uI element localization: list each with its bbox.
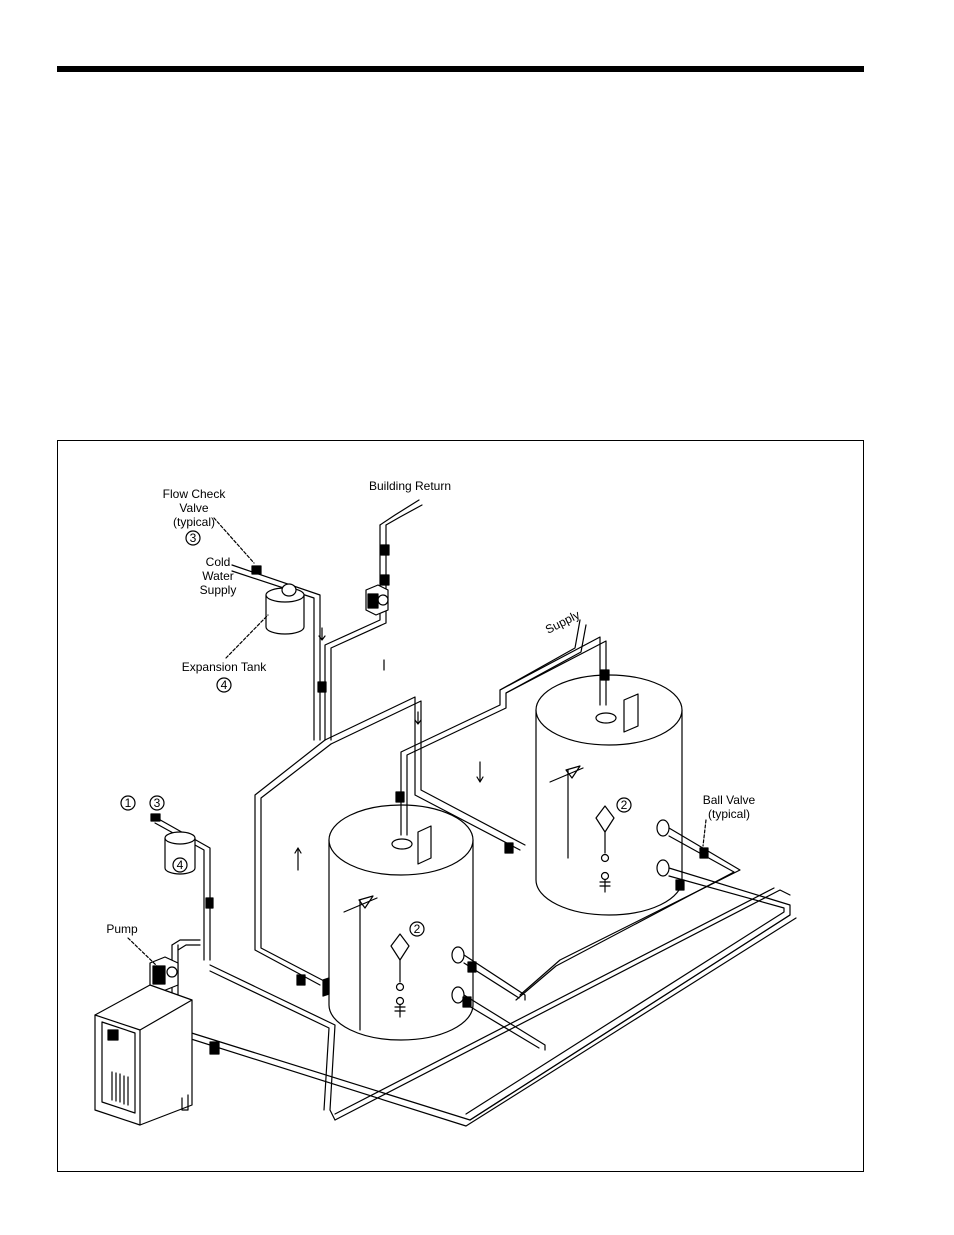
flow-check-label-line2: Valve [179, 501, 208, 515]
piping [150, 500, 796, 1126]
callout-left-1: 1 [125, 796, 132, 810]
cold-water-label-line2: Water [202, 569, 234, 583]
cold-water-label-line1: Cold [206, 555, 231, 569]
cold-water-label-line3: Supply [200, 583, 237, 597]
circulator-pump-return [366, 585, 388, 615]
callout-left-4: 4 [177, 858, 184, 872]
water-heater-front [323, 805, 473, 1040]
supply-label: Supply [543, 608, 582, 637]
pump-label: Pump [106, 922, 138, 936]
boiler [95, 985, 192, 1125]
callout-expansion-tank: 4 [221, 678, 228, 692]
expansion-tank-label: Expansion Tank [182, 660, 268, 674]
flow-check-label-line1: Flow Check [163, 487, 227, 501]
water-heater-back [536, 675, 682, 915]
callout-left-3: 3 [154, 796, 161, 810]
callout-flow-check: 3 [190, 531, 197, 545]
building-return-label: Building Return [369, 479, 451, 493]
flow-check-label-line3: (typical) [173, 515, 215, 529]
ball-valve-label-line2: (typical) [708, 807, 750, 821]
callout-heater-back: 2 [621, 798, 628, 812]
callout-heater-front: 2 [414, 922, 421, 936]
expansion-tank-top [266, 584, 304, 634]
ball-valve-label-line1: Ball Valve [703, 793, 756, 807]
